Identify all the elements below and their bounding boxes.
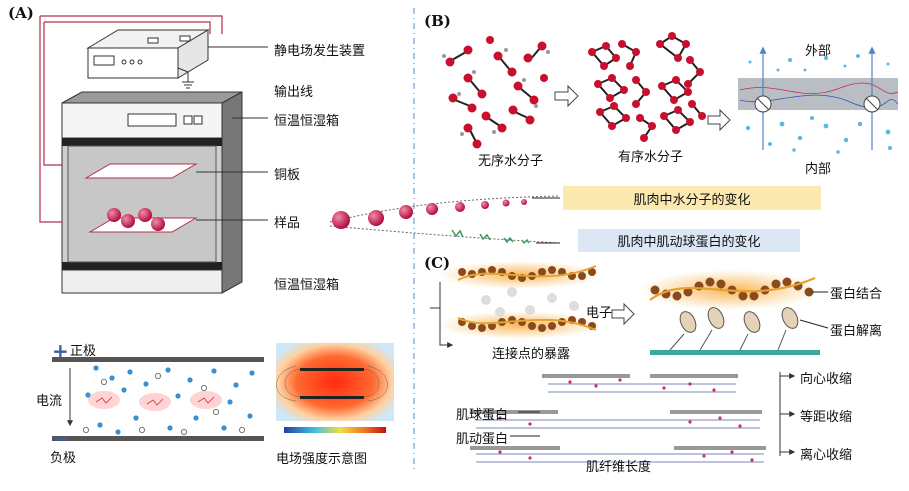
- copper-plate-label: 铜板: [274, 168, 301, 183]
- panel-a-tag: (A): [8, 4, 34, 22]
- sarcomere-diagrams: [470, 372, 796, 463]
- inside-label: 内部: [805, 162, 832, 177]
- electrode-plates: [52, 357, 264, 441]
- plus-sign: +: [52, 339, 69, 363]
- arrow-b2: [707, 108, 731, 132]
- binding-label: 蛋白结合: [830, 287, 883, 302]
- sample-label: 样品: [274, 216, 301, 231]
- water-change-box: 肌肉中水分子的变化: [563, 186, 821, 210]
- panel-c-tag: (C): [424, 254, 451, 272]
- dissociation-label: 蛋白解离: [830, 324, 883, 339]
- protein-change-box: 肌肉中肌动球蛋白的变化: [578, 229, 800, 252]
- membrane-diagram: [738, 46, 899, 154]
- generator-box: [86, 29, 210, 89]
- ordered-water-label: 有序水分子: [618, 150, 684, 165]
- field-strength-map: [276, 343, 394, 433]
- centripetal-label: 向心收缩: [800, 372, 853, 387]
- output-line-label: 输出线: [274, 85, 314, 100]
- current-label: 电流: [36, 394, 63, 409]
- climate-chamber: [61, 91, 243, 294]
- minus-sign: −: [52, 426, 69, 450]
- sample-chain: [329, 195, 561, 245]
- exposure-label: 连接点的暴露: [492, 347, 571, 362]
- ion-dots: [85, 365, 255, 435]
- disordered-water-label: 无序水分子: [478, 154, 544, 169]
- negative-label: 负极: [50, 451, 77, 466]
- disordered-water: [442, 36, 550, 149]
- panel-b-tag: (B): [424, 12, 451, 30]
- exposure-strands: [430, 261, 602, 348]
- outside-label: 外部: [805, 44, 832, 59]
- isometric-label: 等距收缩: [800, 410, 853, 425]
- electron-label: 电子: [586, 306, 613, 321]
- field-caption: 电场强度示意图: [276, 452, 368, 467]
- chamber-label-top: 恒温恒湿箱: [274, 114, 340, 129]
- sarcomere-length-label: 肌纤维长度: [586, 460, 652, 475]
- chamber-label-bottom: 恒温恒湿箱: [274, 278, 340, 293]
- centrifugal-label: 离心收缩: [800, 448, 853, 463]
- myosin-label: 肌球蛋白: [456, 408, 509, 423]
- ordered-water: [588, 32, 706, 142]
- actin-label: 肌动蛋白: [456, 432, 509, 447]
- generator-label: 静电场发生装置: [274, 44, 366, 59]
- sample-beads: [107, 208, 165, 231]
- arrow-c1: [611, 302, 635, 326]
- binding-strands: [640, 270, 829, 355]
- arrow-b1: [554, 84, 579, 108]
- positive-label: 正极: [70, 344, 97, 359]
